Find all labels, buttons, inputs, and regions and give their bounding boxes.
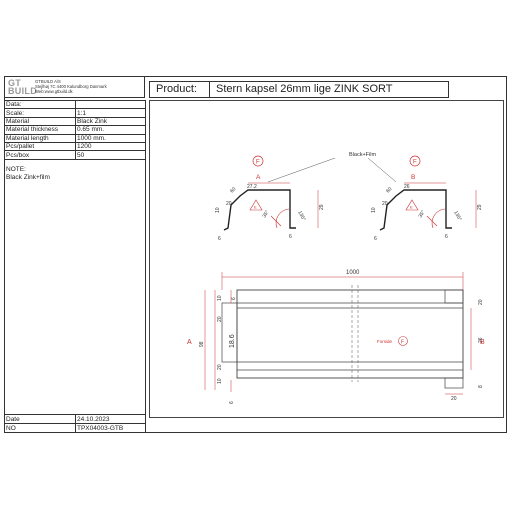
- angle-arc: [275, 208, 290, 229]
- dim-20b: 20: [217, 364, 223, 370]
- dim-135: 135°: [452, 210, 462, 222]
- drawing-sheet: [4, 76, 507, 433]
- label-b-top: B: [411, 174, 415, 181]
- dim-6b: 6: [229, 401, 235, 404]
- forside-label: Forside: [377, 339, 393, 344]
- right-notch: [444, 289, 464, 304]
- dim-29: 29: [477, 204, 483, 210]
- note-label: NOTE:: [6, 166, 26, 173]
- label-a-top: A: [256, 174, 261, 181]
- product-title: Stern kapsel 26mm lige ZINK SORT: [216, 83, 393, 95]
- dim-10a: 10: [217, 295, 223, 301]
- dim-8: 8: [478, 385, 484, 388]
- dim-29: 29: [319, 204, 325, 210]
- dim-10: 10: [371, 207, 377, 213]
- dim-10b: 10: [217, 378, 223, 384]
- plan-view: 1000 98 10 20 18.6 20 10 6 6 A B Forside: [187, 270, 485, 404]
- profile-outline: [223, 189, 296, 231]
- leader-line-right: [367, 157, 397, 183]
- product-divider: [209, 82, 210, 97]
- dim-60: 60: [385, 186, 393, 194]
- dim-20d: 20: [451, 396, 457, 402]
- dim-mid: 18.6: [229, 334, 236, 348]
- dim-60: 60: [229, 186, 237, 194]
- dim-6: 6: [374, 236, 377, 242]
- dim-35: 35°: [418, 209, 427, 219]
- company-name: GTBUILD A/S: [35, 79, 61, 84]
- dim-total: 98: [199, 341, 205, 347]
- label-b: B: [480, 339, 485, 346]
- dim-20: 20: [382, 201, 388, 207]
- marker-f: F: [256, 160, 260, 166]
- dim-20a: 20: [217, 316, 223, 322]
- dim-6: 6: [218, 236, 221, 242]
- dim-length: 1000: [346, 270, 360, 276]
- company-logo: GT BUILD: [8, 78, 37, 96]
- footer-value: TPX04003-GTB: [75, 423, 146, 433]
- marker-f: F: [413, 160, 417, 166]
- logo-top: GT: [8, 78, 22, 88]
- marker-e: E: [410, 205, 413, 210]
- left-tab: [221, 302, 238, 363]
- leader-line-left: [267, 157, 336, 183]
- note-block: NOTE: Black Zink+film: [6, 166, 50, 182]
- dim-10: 10: [215, 207, 221, 213]
- angle-arc: [431, 208, 446, 229]
- marker-e-triangle: [249, 199, 263, 211]
- company-web: Web:www.gtbuild.dk: [35, 89, 73, 94]
- dim-135: 135°: [296, 210, 306, 222]
- right-notch-bottom: [444, 377, 464, 389]
- dim-6b: 6: [445, 234, 448, 240]
- profile-right: F B E 60 26 20 10 6 35° 135° 29 6: [371, 155, 483, 242]
- company-address: Stejlhøj 7C 4400 Kalundborg Danmark: [35, 84, 107, 89]
- hatch: [426, 215, 438, 227]
- logo-bottom: BUILD: [8, 86, 37, 96]
- dim-26: 26: [404, 184, 410, 190]
- marker-e: E: [254, 205, 257, 210]
- dim-26: 26: [478, 337, 484, 343]
- marker-e-triangle: [405, 199, 419, 211]
- label-a: A: [187, 339, 192, 346]
- product-label: Product:: [156, 83, 197, 95]
- company-info: GTBUILD A/S Stejlhøj 7C 4400 Kalundborg …: [35, 79, 107, 94]
- spec-value: 50: [75, 150, 146, 160]
- dim-20c: 20: [478, 299, 484, 305]
- profile-outline: [379, 189, 452, 231]
- product-title-box: Product: Stern kapsel 26mm lige ZINK SOR…: [149, 81, 449, 98]
- dim-27: 27.2: [247, 184, 257, 190]
- dim-6a: 6: [231, 297, 237, 300]
- profile-left: F A E 60 27.2 20 10 6 35° 135° 29 6: [215, 155, 325, 242]
- dim-6b: 6: [289, 234, 292, 240]
- marker-f-circle: [252, 155, 264, 167]
- dim-35: 35°: [262, 209, 271, 219]
- forside-mark: F: [401, 340, 404, 346]
- forside-circle: [398, 336, 408, 346]
- hatch: [270, 215, 282, 227]
- column-divider: [145, 100, 146, 433]
- drawing-frame: [149, 100, 504, 418]
- marker-f-circle: [409, 155, 421, 167]
- dim-20: 20: [226, 201, 232, 207]
- note-text: Black Zink+film: [6, 174, 50, 181]
- top-label: Black+Film: [349, 152, 376, 158]
